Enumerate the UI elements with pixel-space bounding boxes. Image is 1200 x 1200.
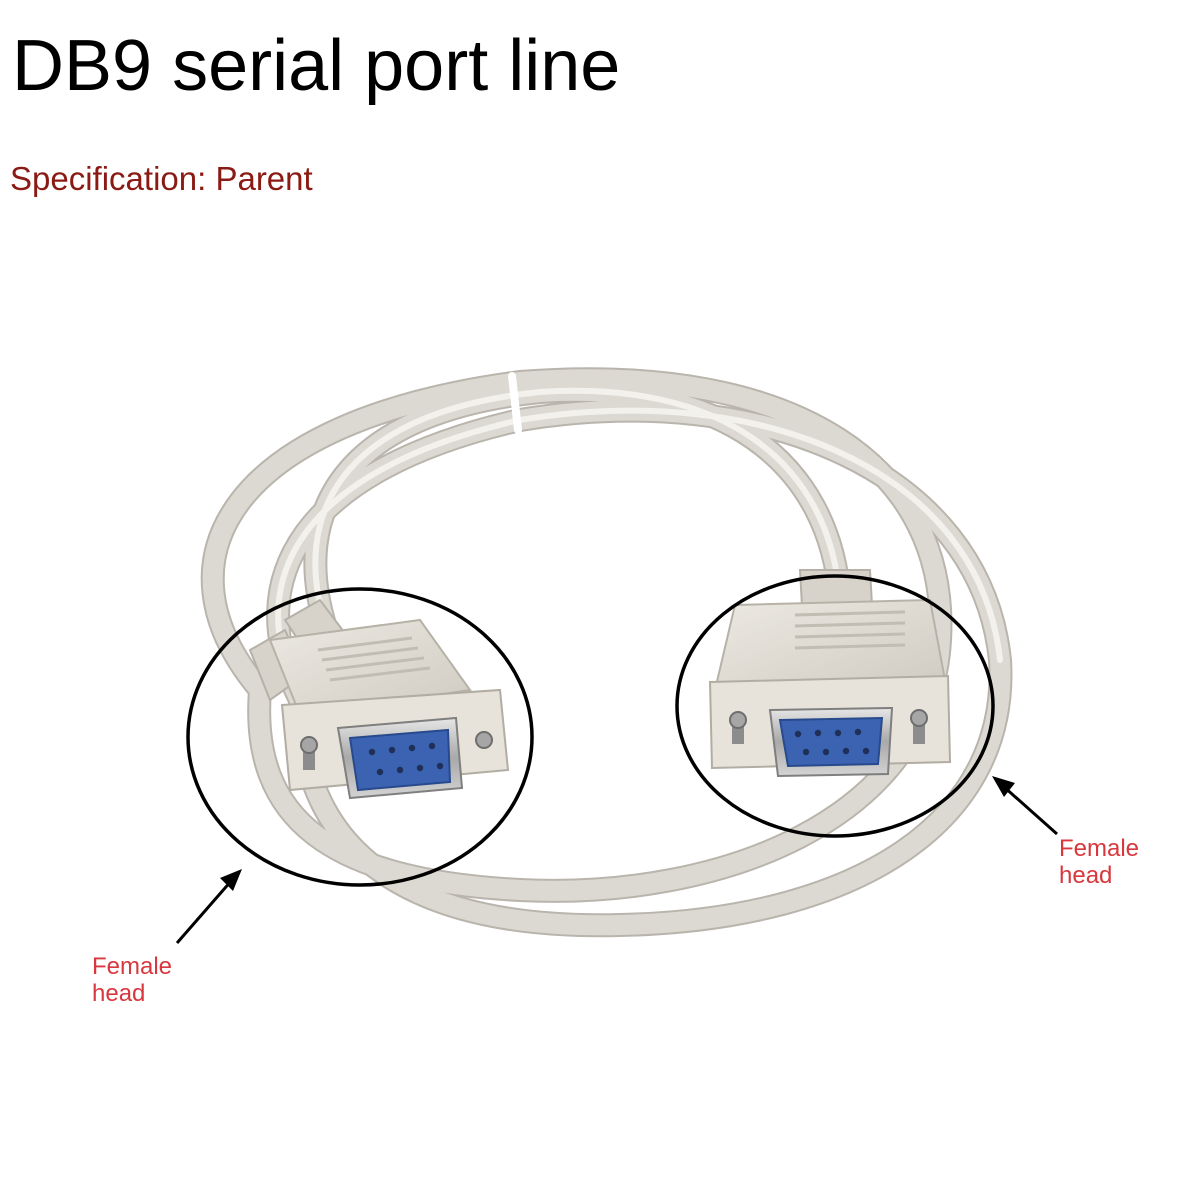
page-title: DB9 serial port line (12, 26, 621, 106)
specification-value: Parent (215, 160, 313, 197)
left-callout-label: Female head (92, 953, 172, 1007)
right-callout-label: Female head (1059, 835, 1139, 889)
right-callout-line1: Female (1059, 835, 1140, 862)
right-callout-line2: head (1059, 862, 1113, 889)
specification-label: Specification: (10, 160, 207, 197)
specification-line: Specification: Parent (10, 162, 313, 195)
left-highlight-circle (186, 587, 534, 887)
left-callout-line2: head (92, 980, 146, 1007)
left-db9-female-connector-icon (248, 598, 510, 800)
right-highlight-circle (675, 574, 995, 838)
left-callout-arrow-icon (175, 869, 242, 944)
right-callout-arrow-icon (992, 776, 1058, 836)
right-db9-female-connector-icon (708, 569, 952, 778)
left-callout-line1: Female (92, 953, 173, 980)
